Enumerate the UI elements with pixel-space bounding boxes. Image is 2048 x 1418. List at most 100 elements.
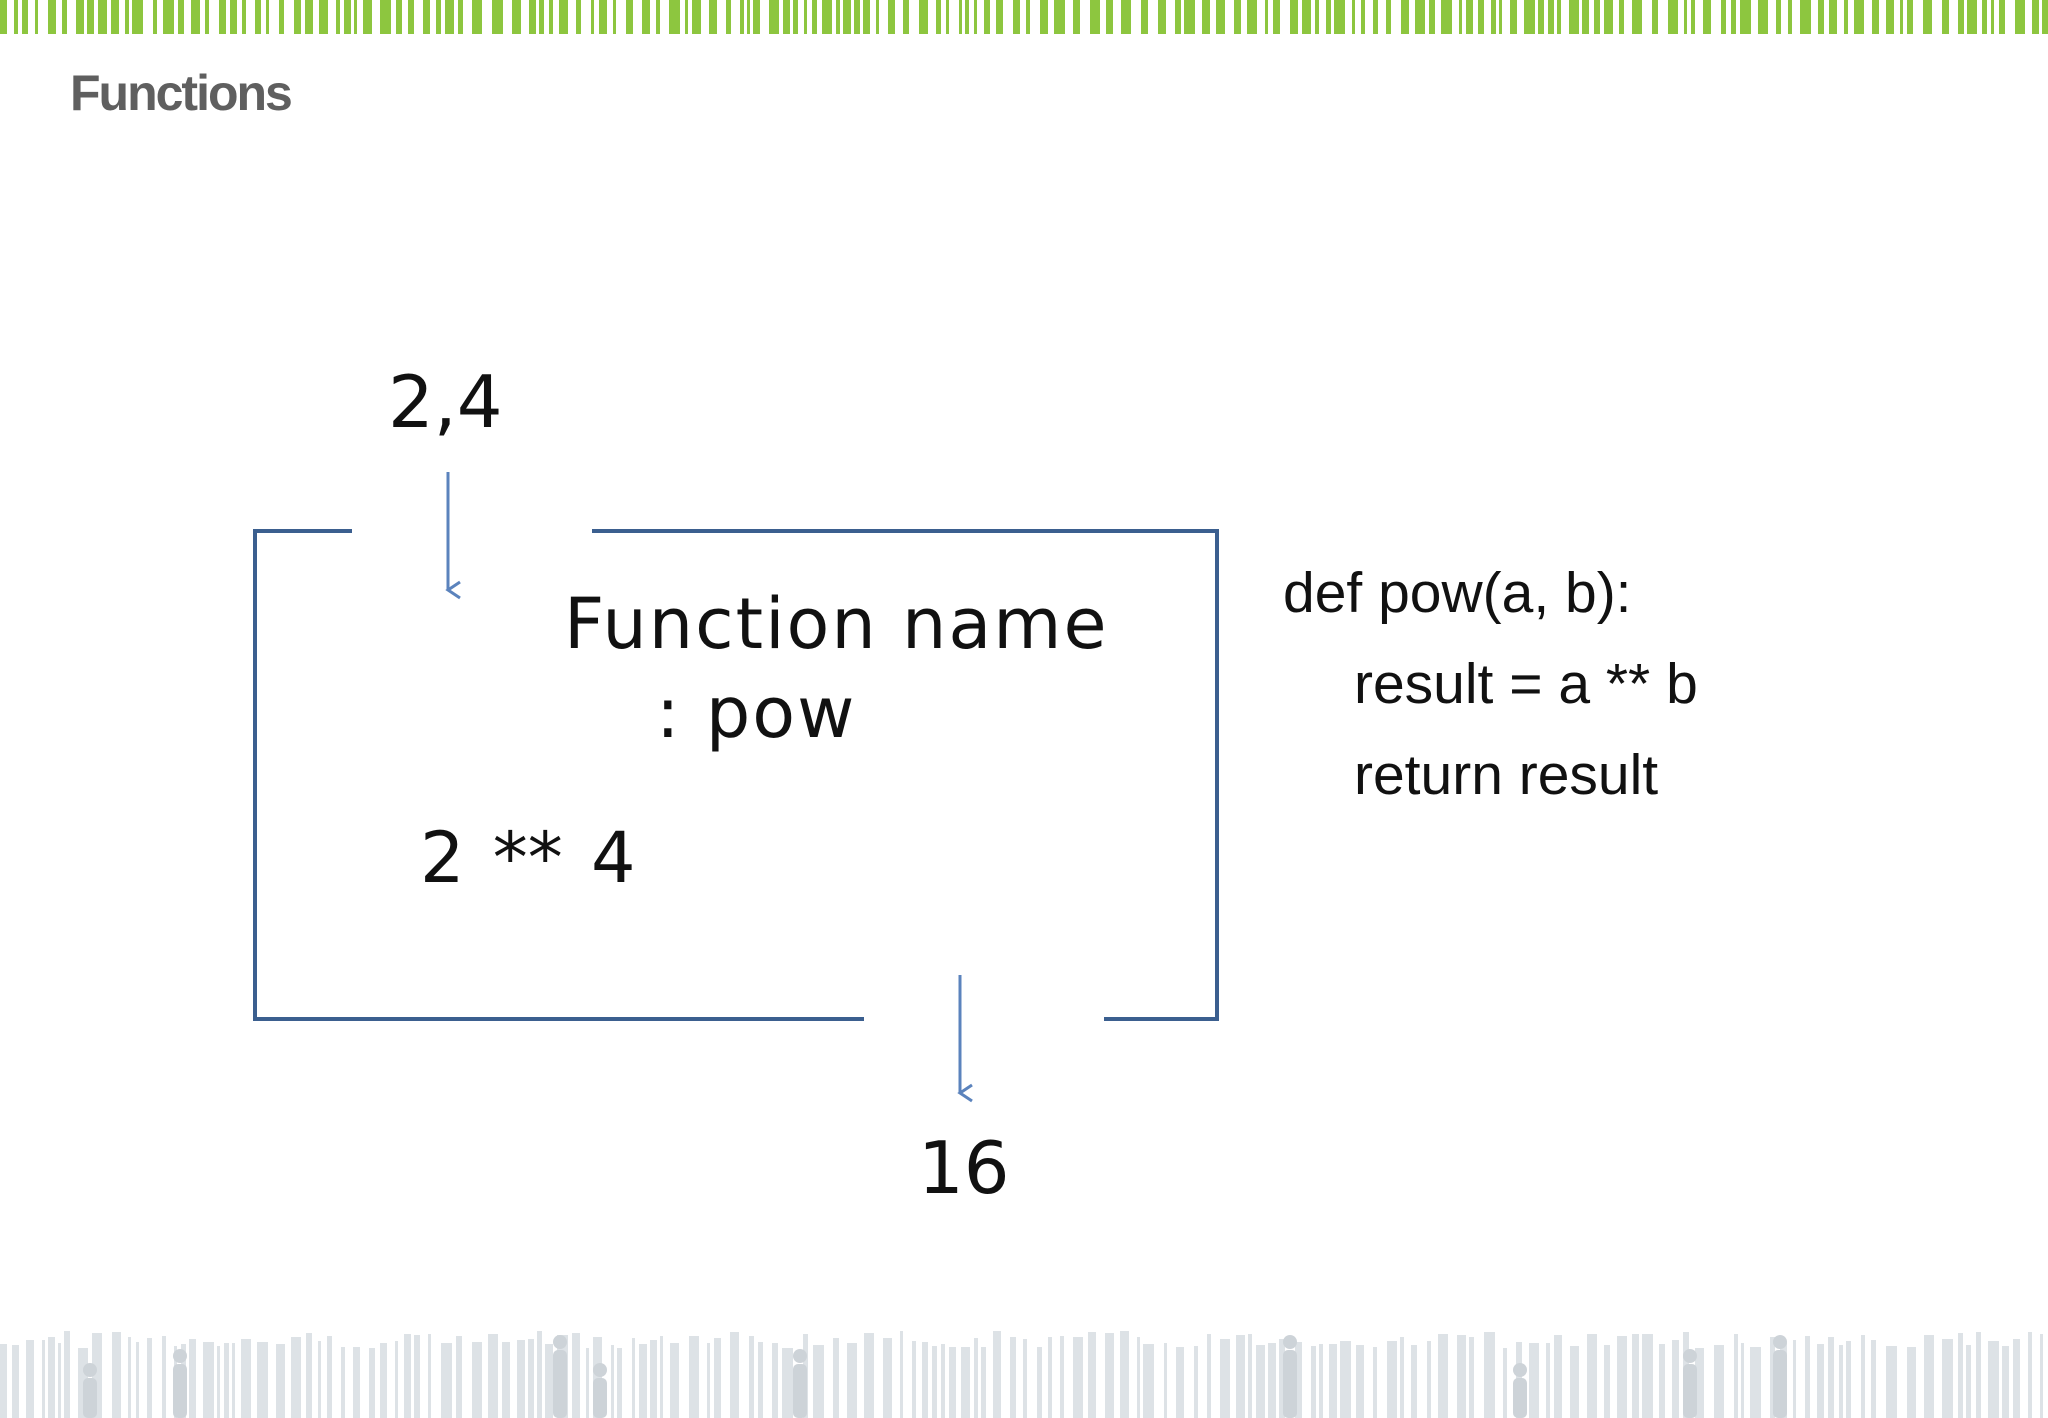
barcode-stripe [0,0,7,34]
barcode-stripe [611,1345,614,1418]
barcode-stripe [1137,1337,1140,1418]
barcode-stripe [836,0,840,34]
barcode-stripe [1247,0,1257,34]
barcode-stripe [230,0,237,34]
barcode-stripe [1484,1332,1495,1418]
barcode-stripe [1582,0,1589,34]
barcode-stripe [1106,0,1113,34]
barcode-stripe [626,0,633,34]
barcode-stripe [1714,1345,1724,1418]
barcode-stripe [2028,1332,2032,1418]
barcode-stripe [441,1343,452,1418]
barcode-stripe [189,1339,196,1418]
barcode-stripe [730,1332,739,1418]
barcode-stripe [492,0,503,34]
barcode-stripe [974,1338,978,1418]
barcode-stripe [2013,1339,2020,1418]
barcode-stripe [1401,0,1409,34]
barcode-stripe [1999,0,2005,34]
barcode-stripe [1499,0,1502,34]
barcode-stripe [2042,0,2048,34]
barcode-stripe [279,0,284,34]
barcode-stripe [147,1338,152,1418]
barcode-stripe [232,1343,235,1418]
barcode-stripe [1202,0,1210,34]
barcode-stripe [132,0,143,34]
barcode-stripe [1415,0,1425,34]
barcode-stripe [1105,1333,1114,1418]
barcode-stripe [35,0,38,34]
output-result: 16 [918,1126,1010,1210]
barcode-stripe [936,0,941,34]
barcode-stripe [1220,1339,1230,1418]
barcode-stripe [517,1340,525,1418]
barcode-stripe [591,0,594,34]
barcode-stripe [593,1337,602,1418]
barcode-stripe [1548,0,1554,34]
barcode-stripe [472,1342,482,1418]
barcode-stripe [1982,0,1987,34]
barcode-stripe [961,1347,970,1418]
barcode-stripe [1734,1334,1738,1418]
barcode-stripe [726,0,731,34]
barcode-stripe [219,0,226,34]
barcode-stripe [1387,1341,1397,1418]
barcode-stripe [1684,0,1687,34]
barcode-stripe [1691,0,1695,34]
barcode-stripe [537,1331,542,1418]
silhouette-figure [1683,1349,1697,1418]
barcode-stripe [843,0,851,34]
barcode-stripe [1546,1343,1550,1418]
barcode-stripe [1315,0,1319,34]
barcode-stripe [812,0,817,34]
barcode-stripe [1120,1331,1129,1418]
barcode-stripe [291,1337,301,1418]
barcode-stripe [1988,1341,1999,1418]
barcode-stripe [1731,0,1736,34]
barcode-stripe [1143,1344,1154,1418]
silhouette-figure [1513,1363,1527,1418]
code-line: def pow(a, b): [1283,561,1632,625]
silhouette-figure [83,1363,97,1418]
barcode-stripe [559,0,568,34]
barcode-stripe [1844,0,1848,34]
barcode-stripe [1967,0,1977,34]
barcode-stripe [1311,1346,1316,1418]
barcode-stripe [670,1343,679,1418]
barcode-stripe [903,0,909,34]
barcode-stripe [266,0,269,34]
code-line: result = a ** b [1354,652,1698,716]
barcode-stripe [1632,1334,1639,1418]
barcode-stripe [445,0,454,34]
barcode-stripe [404,1334,411,1418]
barcode-stripe [1907,1347,1916,1418]
barcode-stripe [822,0,832,34]
barcode-stripe [689,1336,699,1418]
barcode-stripe [660,1336,663,1418]
barcode-stripe [1429,0,1435,34]
barcode-stripe [919,0,928,34]
slide-title: Functions [70,65,293,121]
barcode-stripe [336,0,340,34]
barcode-stripe [456,1336,462,1418]
barcode-stripe [959,0,962,34]
barcode-stripe [1141,0,1148,34]
barcode-stripe [203,1342,214,1418]
silhouette-figure [793,1349,807,1418]
barcode-stripe [714,1338,721,1418]
barcode-stripe [224,1343,229,1418]
barcode-stripe [380,1343,387,1418]
silhouette-figure [173,1349,187,1418]
function-name-value: : pow [656,672,857,754]
barcode-stripe [428,1334,431,1418]
silhouette-figure [553,1335,567,1418]
barcode-stripe [136,1342,139,1418]
barcode-stripe [1788,0,1792,34]
barcode-stripe [242,0,246,34]
barcode-stripe [1703,0,1711,34]
barcode-stripe [2032,0,2039,34]
barcode-stripe [1326,0,1331,34]
barcode-stripe [458,0,463,34]
